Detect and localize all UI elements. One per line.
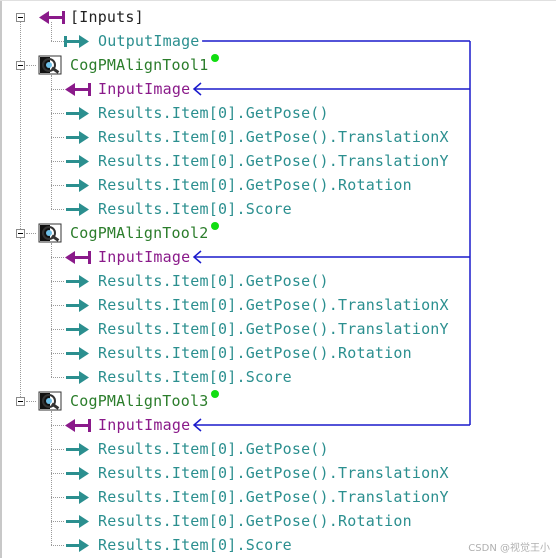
teal-output-arrow-icon [64, 35, 89, 48]
tree-connector-children-1 [51, 75, 52, 209]
teal-output-arrow-icon [66, 539, 89, 552]
green-status-dot-icon [210, 390, 219, 398]
green-status-dot-icon [210, 54, 219, 62]
tree-connector-root [20, 22, 21, 401]
tree-connector-result-1-1 [51, 113, 64, 114]
teal-output-arrow-icon [66, 299, 89, 312]
tree-connector-input-1 [51, 89, 64, 90]
tool-1-result-1: Results.Item[0].GetPose() [98, 104, 329, 122]
purple-input-arrow-icon [65, 419, 91, 432]
tool-1-result-3: Results.Item[0].GetPose().TranslationY [98, 152, 449, 170]
tree-connector-result-3-5 [51, 545, 64, 546]
teal-output-arrow-icon [66, 203, 89, 216]
tool-1-result-2: Results.Item[0].GetPose().TranslationX [98, 128, 449, 146]
tool-2-result-5: Results.Item[0].Score [98, 368, 292, 386]
pmalign-tool-icon [38, 223, 62, 243]
pmalign-tool-icon [38, 55, 62, 75]
teal-output-arrow-icon [66, 323, 89, 336]
pmalign-tool-icon [38, 391, 62, 411]
tree-connector-output [51, 41, 64, 42]
tree-connector-input-2 [51, 257, 64, 258]
tree-border-top [0, 0, 556, 1]
watermark: CSDN @视觉王小 [468, 543, 550, 554]
tool-2-result-3: Results.Item[0].GetPose().TranslationY [98, 320, 449, 338]
tool-3-result-2: Results.Item[0].GetPose().TranslationX [98, 464, 449, 482]
teal-output-arrow-icon [66, 371, 89, 384]
tree-connector-result-2-2 [51, 305, 64, 306]
teal-output-arrow-icon [66, 155, 89, 168]
tool-1-result-5: Results.Item[0].Score [98, 200, 292, 218]
tool-2-label: CogPMAlignTool2 [70, 224, 209, 242]
teal-output-arrow-icon [66, 107, 89, 120]
tree-connector-result-1-4 [51, 185, 64, 186]
tool-3-result-1: Results.Item[0].GetPose() [98, 440, 329, 458]
expander-tool-1[interactable] [16, 61, 25, 70]
teal-output-arrow-icon [66, 275, 89, 288]
teal-output-arrow-icon [66, 443, 89, 456]
tool-3-result-4: Results.Item[0].GetPose().Rotation [98, 512, 412, 530]
tree-connector-inputs [51, 22, 52, 41]
tree-connector-result-2-4 [51, 353, 64, 354]
teal-output-arrow-icon [66, 491, 89, 504]
purple-input-arrow-icon [39, 11, 65, 24]
teal-output-arrow-icon [66, 347, 89, 360]
tree-connector-result-1-2 [51, 137, 64, 138]
tree-connector-result-2-3 [51, 329, 64, 330]
tree-connector-tool-2 [26, 233, 36, 234]
tool-1-result-4: Results.Item[0].GetPose().Rotation [98, 176, 412, 194]
expander-inputs[interactable] [16, 13, 25, 22]
expander-tool-2[interactable] [16, 229, 25, 238]
expander-tool-3[interactable] [16, 397, 25, 406]
tool-2-result-2: Results.Item[0].GetPose().TranslationX [98, 296, 449, 314]
tree-connector-tool-1 [26, 65, 36, 66]
inputs-node-label: [Inputs] [70, 8, 144, 26]
tree-connector-result-1-3 [51, 161, 64, 162]
tree-connector-children-2 [51, 243, 52, 377]
tool-2-result-4: Results.Item[0].GetPose().Rotation [98, 344, 412, 362]
tool-3-result-5: Results.Item[0].Score [98, 536, 292, 554]
tool-3-result-3: Results.Item[0].GetPose().TranslationY [98, 488, 449, 506]
tool-1-input-image: InputImage [98, 80, 191, 98]
output-image-label: OutputImage [98, 32, 200, 50]
tree-connector-result-3-2 [51, 473, 64, 474]
teal-output-arrow-icon [66, 179, 89, 192]
tree-connector-input-3 [51, 425, 64, 426]
tree-connector-children-3 [51, 411, 52, 545]
teal-output-arrow-icon [66, 131, 89, 144]
teal-output-arrow-icon [66, 515, 89, 528]
tool-2-input-image: InputImage [98, 248, 191, 266]
tree-connector-result-1-5 [51, 209, 64, 210]
tree-connector-result-2-1 [51, 281, 64, 282]
tool-2-result-1: Results.Item[0].GetPose() [98, 272, 329, 290]
tree-border-left [0, 0, 2, 558]
purple-input-arrow-icon [65, 83, 91, 96]
tree-connector-tool-3 [26, 401, 36, 402]
tree-connector-result-2-5 [51, 377, 64, 378]
green-status-dot-icon [210, 222, 219, 230]
tool-3-input-image: InputImage [98, 416, 191, 434]
tool-1-label: CogPMAlignTool1 [70, 56, 209, 74]
teal-output-arrow-icon [66, 467, 89, 480]
tree-connector-result-3-4 [51, 521, 64, 522]
purple-input-arrow-icon [65, 251, 91, 264]
tree-connector-result-3-3 [51, 497, 64, 498]
tree-connector-result-3-1 [51, 449, 64, 450]
tool-3-label: CogPMAlignTool3 [70, 392, 209, 410]
